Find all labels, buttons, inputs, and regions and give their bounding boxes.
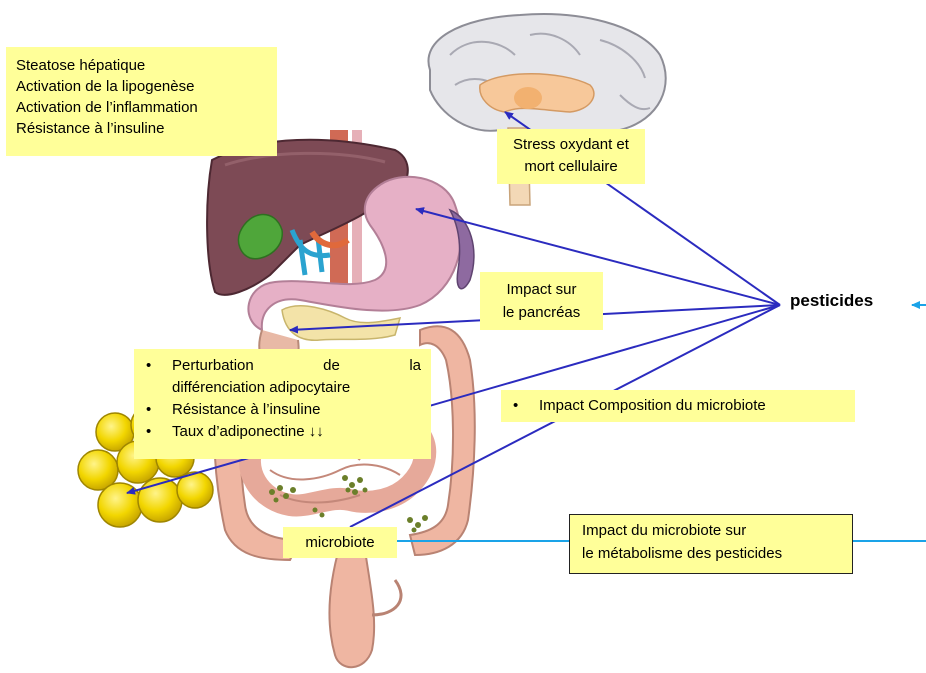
pesticides-label: pesticides [790, 291, 873, 311]
adipose-effects-box: Perturbation de la différenciation adipo… [134, 349, 431, 459]
microbiota-metabolism-line2: le métabolisme des pesticides [582, 542, 852, 565]
liver-effect-insulin-resistance: Résistance à l’insuline [16, 118, 267, 139]
adipose-effect-adiponectin: Taux d’adiponectine ↓↓ [134, 421, 421, 443]
microbiota-metabolism-box: Impact du microbiote sur le métabolisme … [569, 514, 853, 574]
pancreas-effect-box: Impact sur le pancréas [480, 272, 603, 330]
liver-effect-lipogenesis: Activation de la lipogenèse [16, 76, 267, 97]
adipose-effect-differentiation-line1: Perturbation de la [172, 355, 421, 377]
pancreas-effect-line1: Impact sur [480, 278, 603, 301]
adipose-effect-differentiation: Perturbation de la différenciation adipo… [134, 355, 421, 399]
microbiota-composition-item: Impact Composition du microbiote [501, 395, 855, 416]
brain-effect-line2: mort cellulaire [497, 156, 645, 178]
brain-effect-line1: Stress oxydant et [497, 134, 645, 156]
brain-effect-box: Stress oxydant et mort cellulaire [497, 129, 645, 184]
liver-effect-steatosis: Steatose hépatique [16, 55, 267, 76]
microbiota-label-box: microbiote [283, 527, 397, 558]
pancreas-effect-line2: le pancréas [480, 301, 603, 324]
liver-effect-inflammation: Activation de l’inflammation [16, 97, 267, 118]
adipose-effect-insulin-resistance: Résistance à l’insuline [134, 399, 421, 421]
microbiota-metabolism-line1: Impact du microbiote sur [582, 519, 852, 542]
adipose-effect-differentiation-line2: différenciation adipocytaire [172, 377, 421, 399]
liver-effects-box: Steatose hépatique Activation de la lipo… [6, 47, 277, 156]
microbiota-composition-box: Impact Composition du microbiote [501, 390, 855, 422]
microbiota-label: microbiote [305, 534, 374, 551]
